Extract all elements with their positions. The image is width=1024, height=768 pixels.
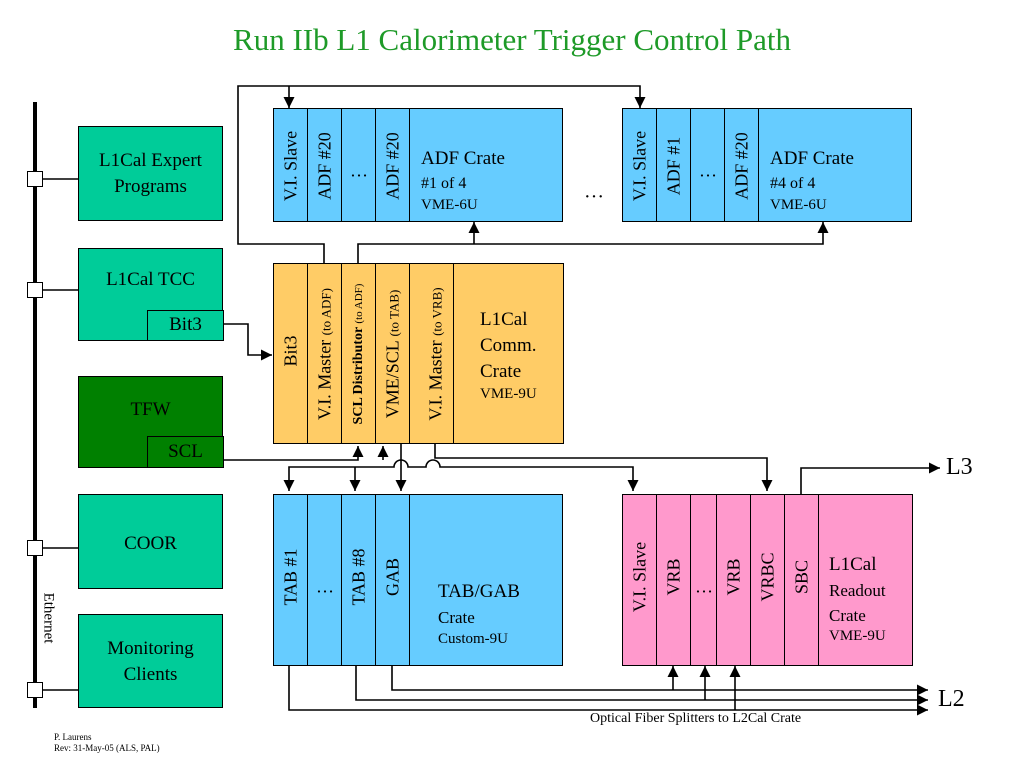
adf4-ellipsis: … — [699, 160, 717, 181]
ethernet-port-expert — [27, 171, 43, 187]
ethernet-label: Ethernet — [40, 592, 57, 644]
adf4-vi-slave: V.I. Slave — [629, 130, 650, 202]
comm-form: VME-9U — [480, 386, 537, 402]
adf1-ellipsis: … — [350, 160, 368, 181]
comm-bit3: Bit3 — [280, 335, 301, 367]
l1cal-expert-programs-box[interactable]: L1Cal Expert Programs — [78, 126, 223, 221]
comm-name-line2: Comm. — [480, 335, 537, 356]
tfw-label: TFW — [130, 399, 171, 420]
footer-revision: Rev: 31-May-05 (ALS, PAL) — [54, 743, 160, 753]
adf4-adf-first: ADF #1 — [663, 136, 684, 196]
l1cal-comm-crate[interactable]: Bit3 V.I. Master (to ADF) SCL Distributo… — [273, 263, 564, 444]
bit3-link — [222, 323, 272, 361]
coor-label: COOR — [124, 533, 177, 554]
splitters-label: Optical Fiber Splitters to L2Cal Crate — [590, 711, 802, 726]
adf1-form: VME-6U — [421, 197, 478, 213]
adf1-number: #1 of 4 — [421, 175, 467, 192]
readout-vi-slave: V.I. Slave — [629, 541, 650, 613]
readout-name-line3: Crate — [829, 606, 866, 625]
l1cal-tcc-box[interactable]: L1Cal TCC Bit3 — [78, 248, 224, 341]
readout-form: VME-9U — [829, 628, 886, 644]
readout-name-line1: L1Cal — [829, 554, 877, 575]
l3-label: L3 — [946, 454, 973, 480]
tab-first: TAB #1 — [280, 548, 301, 606]
tab-gab-to-l2-link — [391, 666, 928, 696]
l1cal-readout-crate[interactable]: V.I. Slave VRB … VRB VRBC SBC L1Cal Read… — [622, 494, 913, 666]
vi-master-to-vrb-link — [434, 444, 773, 491]
comm-scl-distributor: SCL Distributor (to ADF) — [351, 283, 366, 425]
comm-name-line3: Crate — [480, 361, 522, 382]
tab-gab-form: Custom-9U — [438, 631, 509, 647]
adf-crates-ellipsis: … — [584, 180, 604, 203]
readout-sbc: SBC — [791, 559, 812, 595]
sbc-to-l3-link — [800, 462, 940, 494]
monitoring-line2: Clients — [123, 664, 178, 685]
footer-author: P. Laurens — [54, 732, 92, 742]
readout-vrb-first: VRB — [663, 558, 684, 596]
expert-line2: Programs — [114, 176, 187, 197]
tcc-bit3-label: Bit3 — [169, 314, 202, 335]
readout-name-line2: Readout — [829, 581, 886, 600]
tcc-bit3-box: Bit3 — [147, 310, 224, 341]
scl-to-comm-link — [222, 446, 364, 461]
readout-vrb-last: VRB — [723, 558, 744, 596]
tcc-label: L1Cal TCC — [106, 269, 195, 290]
adf4-form: VME-6U — [770, 197, 827, 213]
adf4-adf-last: ADF #20 — [731, 132, 752, 200]
expert-line1: L1Cal Expert — [99, 150, 202, 171]
monitoring-line1: Monitoring — [107, 638, 194, 659]
comm-vi-master-vrb: V.I. Master (to VRB) — [425, 287, 446, 421]
tab-gab-name: TAB/GAB — [438, 581, 520, 602]
l2-label: L2 — [938, 686, 965, 712]
readout-vrbc: VRBC — [757, 552, 778, 602]
tfw-box[interactable]: TFW SCL — [78, 376, 224, 468]
tab-gab-crate[interactable]: TAB #1 … TAB #8 GAB TAB/GAB Crate Custom… — [273, 494, 563, 666]
ethernet-port-tcc — [27, 282, 43, 298]
readout-ellipsis: … — [695, 576, 713, 597]
tab-last: TAB #8 — [348, 548, 369, 606]
adf1-adf-first: ADF #20 — [314, 132, 335, 200]
adf-crate-1[interactable]: V.I. Slave ADF #20 … ADF #20 ADF Crate #… — [273, 108, 563, 222]
adf1-adf-last: ADF #20 — [382, 132, 403, 200]
gab: GAB — [382, 557, 403, 597]
tfw-scl-label: SCL — [168, 441, 203, 462]
scl-distributor-to-adf-link — [357, 222, 829, 263]
coor-box[interactable]: COOR — [78, 494, 223, 589]
page-title: Run IIb L1 Calorimeter Trigger Control P… — [233, 22, 791, 57]
ethernet-port-coor — [27, 540, 43, 556]
tab-gab-sub: Crate — [438, 608, 475, 627]
comm-name-line1: L1Cal — [480, 309, 528, 330]
ethernet-port-monitoring — [27, 682, 43, 698]
monitoring-clients-box[interactable]: Monitoring Clients — [78, 614, 223, 708]
adf4-name: ADF Crate — [770, 148, 854, 169]
comm-vi-master-adf: V.I. Master (to ADF) — [314, 288, 335, 420]
adf-crate-4[interactable]: V.I. Slave ADF #1 … ADF #20 ADF Crate #4… — [622, 108, 912, 222]
adf1-vi-slave: V.I. Slave — [280, 130, 301, 202]
tfw-scl-box: SCL — [147, 436, 224, 468]
vi-master-to-adf-link — [237, 85, 646, 263]
adf1-name: ADF Crate — [421, 148, 505, 169]
adf4-number: #4 of 4 — [770, 175, 816, 192]
tab-ellipsis: … — [316, 576, 334, 597]
comm-vme-scl: VME/SCL (to TAB) — [382, 289, 403, 419]
